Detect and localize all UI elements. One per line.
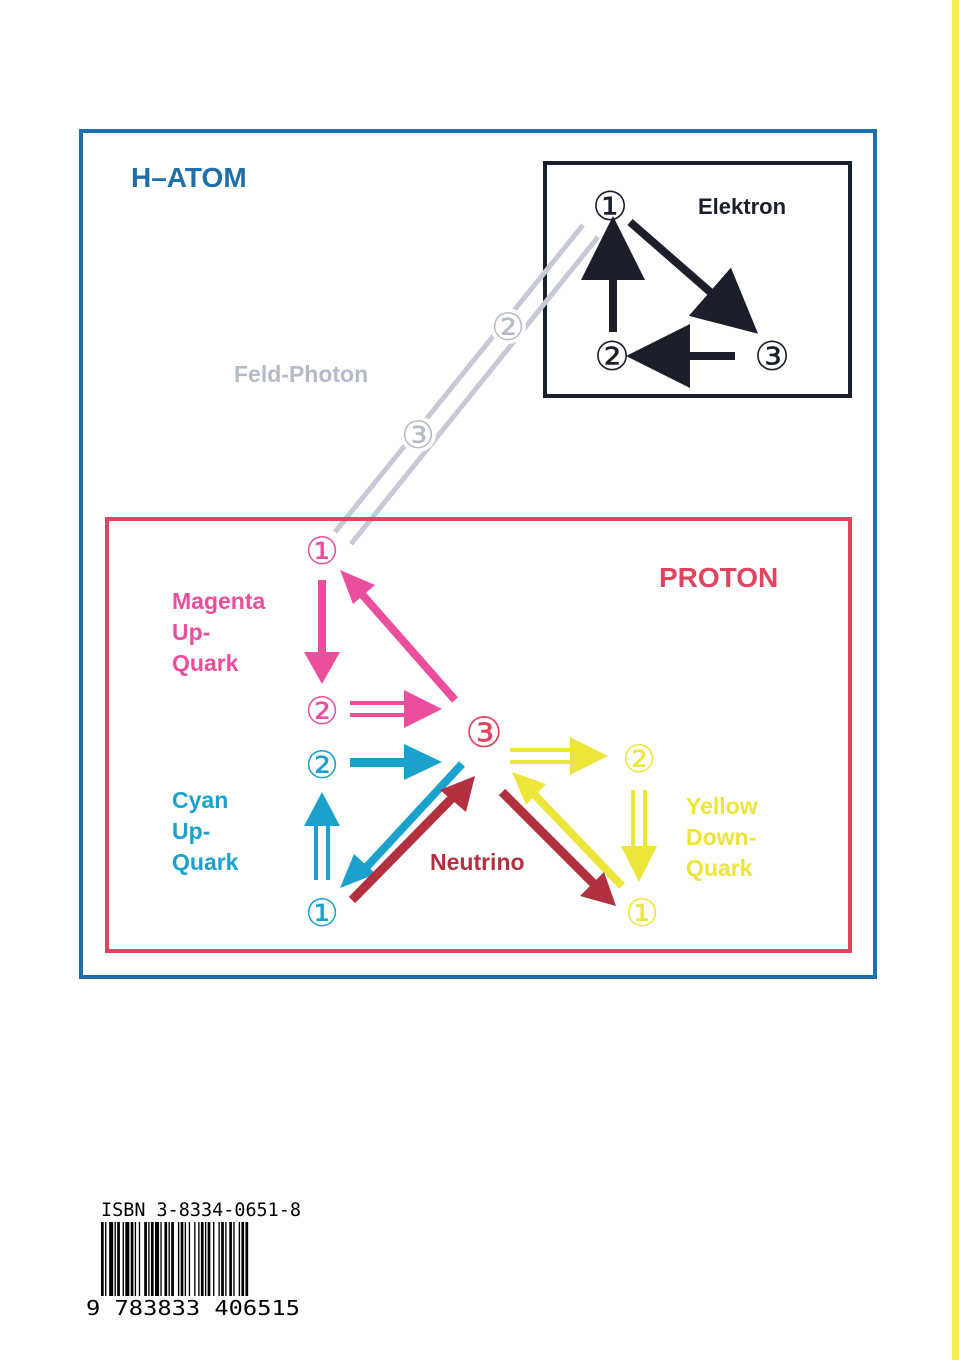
barcode-bar: [188, 1222, 191, 1296]
barcode-bar: [134, 1222, 137, 1296]
barcode-bar: [218, 1222, 220, 1296]
barcode-bar: [138, 1222, 141, 1296]
barcode-bar: [180, 1222, 184, 1296]
magenta-label-line-2: Up-: [172, 619, 210, 645]
field-photon-line: [333, 223, 600, 546]
barcode-bar: [122, 1222, 124, 1296]
barcode-bar: [200, 1222, 204, 1296]
barcode-bar: [148, 1222, 150, 1296]
barcode-bar: [101, 1222, 104, 1296]
cyan-node-2: ②: [305, 743, 339, 787]
barcode-bar: [105, 1222, 107, 1296]
magenta-arrow-2-3: [350, 690, 442, 728]
yellow-node-2: ②: [622, 737, 656, 781]
barcode-bar: [160, 1222, 162, 1296]
cyan-label-line-2: Up-: [172, 818, 210, 844]
electron-arrow-1-3: [627, 218, 759, 334]
neutrino-label: Neutrino: [430, 849, 525, 875]
barcode-bar: [204, 1222, 207, 1296]
yellow-label-line-2: Down-: [686, 824, 756, 850]
magenta-label: Magenta Up- Quark: [172, 588, 266, 676]
yellow-arrow-3-2: [510, 737, 608, 775]
barcode-bars: [101, 1222, 249, 1296]
cyan-label-line-1: Cyan: [172, 787, 228, 813]
neutrino-arrow-in: [348, 776, 475, 904]
yellow-node-1: ①: [625, 891, 659, 935]
yellow-label-line-3: Quark: [686, 855, 753, 881]
barcode-bar: [245, 1222, 249, 1296]
proton-center-node: ③: [465, 708, 503, 757]
yellow-label-line-1: Yellow: [686, 793, 758, 819]
electron-frame: [543, 161, 852, 398]
barcode-bar: [241, 1222, 245, 1296]
edge-stripe: [952, 0, 959, 1360]
barcode-bar: [225, 1222, 227, 1296]
barcode-bar: [144, 1222, 147, 1296]
yellow-label: Yellow Down- Quark: [686, 793, 758, 881]
barcode-bar: [238, 1222, 241, 1296]
magenta-label-line-3: Quark: [172, 650, 239, 676]
barcode-bar: [184, 1222, 187, 1296]
yellow-arrow-1-3: [512, 772, 625, 889]
magenta-node-1: ①: [305, 529, 339, 573]
atom-title: H–ATOM: [131, 162, 247, 193]
magenta-arrow-3-1: [340, 570, 459, 703]
barcode-bar: [155, 1222, 160, 1296]
barcode-bar: [114, 1222, 116, 1296]
barcode-digits: 9 783833 406515: [86, 1296, 300, 1320]
neutrino-arrow-out: [498, 788, 616, 906]
magenta-label-line-1: Magenta: [172, 588, 266, 614]
barcode-bar: [177, 1222, 180, 1296]
barcode-bar: [229, 1222, 232, 1296]
barcode-bar: [150, 1222, 154, 1296]
barcode-bar: [221, 1222, 224, 1296]
cyan-label: Cyan Up- Quark: [172, 787, 239, 875]
field-photon-label: Feld-Photon: [234, 361, 368, 387]
barcode-bar: [171, 1222, 174, 1296]
barcode-bar: [130, 1222, 134, 1296]
magenta-node-2: ②: [305, 689, 339, 733]
electron-node-1: ①: [592, 184, 628, 230]
barcode-bar: [198, 1222, 200, 1296]
magenta-arrow-1-2: [304, 580, 340, 684]
cyan-arrow-2-3: [350, 744, 442, 780]
barcode-bar: [125, 1222, 130, 1296]
barcode-bar: [117, 1222, 120, 1296]
barcode-bar: [194, 1222, 196, 1296]
electron-node-2: ②: [594, 334, 630, 380]
barcode-bar: [213, 1222, 215, 1296]
barcode-bar: [168, 1222, 170, 1296]
atom-frame: [79, 129, 877, 979]
cyan-arrow-1-2: [304, 792, 340, 880]
barcode-bar: [109, 1222, 114, 1296]
barcode-bar: [207, 1222, 211, 1296]
electron-title: Elektron: [698, 194, 786, 219]
cyan-label-line-3: Quark: [172, 849, 239, 875]
yellow-arrow-2-1: [621, 790, 657, 882]
barcode-bar: [233, 1222, 235, 1296]
field-node-3: ③: [401, 413, 435, 457]
electron-node-3: ③: [754, 334, 790, 380]
cyan-node-1: ①: [305, 891, 339, 935]
barcode-bar: [164, 1222, 168, 1296]
field-node-3-bg: [400, 416, 436, 452]
proton-frame: [105, 517, 852, 953]
field-node-2-bg: [490, 308, 526, 344]
isbn-text: ISBN 3-8334-0651-8: [101, 1199, 301, 1221]
cyan-arrow-3-1: [340, 761, 465, 888]
field-node-2: ②: [491, 305, 525, 349]
proton-title: PROTON: [659, 562, 778, 593]
